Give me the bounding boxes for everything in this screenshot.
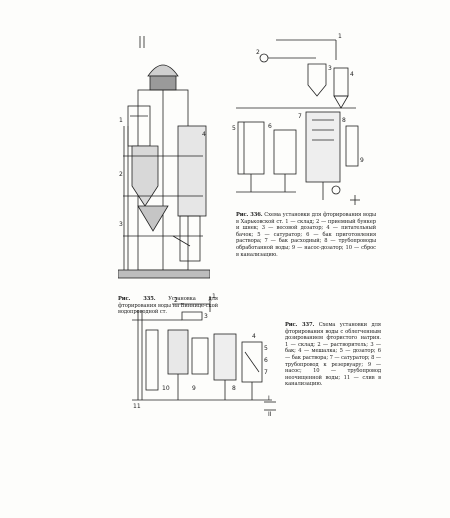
- figure-337-drawing: 1 2 3 4 5 6 7 8 9 10 11 I II: [132, 293, 276, 418]
- figure-336-drawing: 1 2 3 4 5 6 7 8 9: [232, 33, 364, 205]
- fig336-label-6: 6: [268, 123, 272, 130]
- fig336-label-3: 3: [328, 65, 332, 72]
- fig337-label-9: 9: [192, 385, 196, 392]
- fig337-label-II: II: [268, 411, 272, 418]
- fig335-label-3: 3: [119, 221, 123, 228]
- caption-fig-335: Рис. 335. Установка для фторирования вод…: [118, 296, 218, 316]
- caption-text: Установка для фторирования воды на Винни…: [118, 296, 218, 316]
- caption-label: Рис. 337.: [285, 322, 315, 328]
- caption-fig-337: Рис. 337. Схема установки для фторирован…: [285, 322, 381, 388]
- fig336-label-8: 8: [342, 117, 346, 124]
- fig335-label-1: 1: [119, 117, 123, 124]
- fig337-label-8: 8: [232, 385, 236, 392]
- fig337-label-6: 6: [264, 357, 268, 364]
- fig336-label-2: 2: [256, 49, 260, 56]
- caption-fig-336: Рис. 336. Схема установки для фторирован…: [236, 212, 376, 258]
- fig336-label-4: 4: [350, 71, 354, 78]
- figure-337: 1 2 3 4 5 6 7 8 9 10 11 I II: [132, 290, 280, 420]
- fig337-label-7: 7: [264, 369, 268, 376]
- fig336-label-7: 7: [298, 113, 302, 120]
- figure-335: 1 2 3 4: [118, 36, 210, 291]
- fig337-label-4: 4: [252, 333, 256, 340]
- fig337-label-3: 3: [204, 313, 208, 320]
- fig337-label-I: I: [268, 395, 270, 402]
- fig336-label-9: 9: [360, 157, 364, 164]
- fig335-label-2: 2: [119, 171, 123, 178]
- caption-label: Рис. 335.: [118, 296, 156, 302]
- fig337-label-11: 11: [133, 403, 141, 410]
- fig336-label-1: 1: [338, 33, 342, 40]
- fig335-label-4: 4: [202, 131, 206, 138]
- fig337-label-2: 2: [174, 297, 178, 304]
- fig337-label-1: 1: [212, 293, 216, 300]
- fig337-label-10: 10: [162, 385, 170, 392]
- figure-335-drawing: 1 2 3 4: [118, 36, 210, 279]
- fig336-label-5: 5: [232, 125, 236, 132]
- caption-text: Схема установки для фторирования воды в …: [236, 212, 376, 258]
- caption-text: Схема установки для фторирования воды с …: [285, 322, 381, 388]
- figure-336: 1 2 3 4 5 6 7 8 9: [226, 30, 371, 210]
- fig337-label-5: 5: [264, 345, 268, 352]
- caption-label: Рис. 336.: [236, 212, 263, 218]
